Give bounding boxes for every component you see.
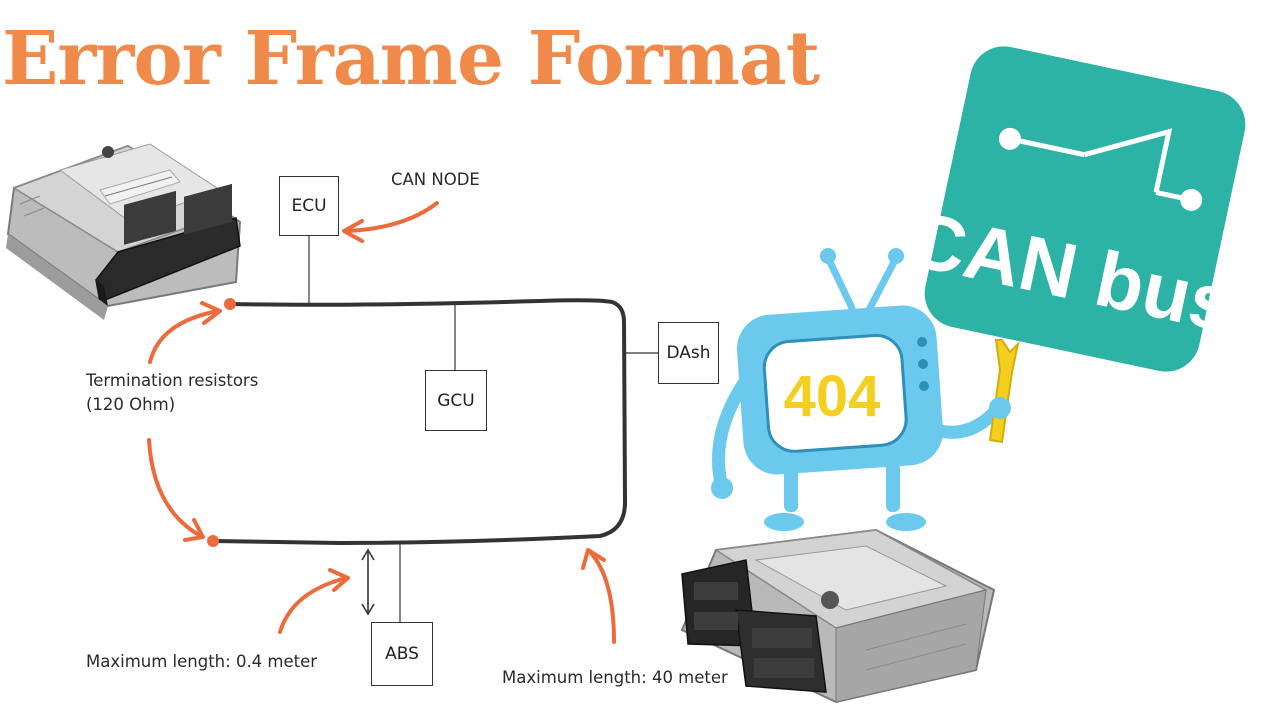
ecu-label: ECU [291,196,327,216]
ecu-node-box: ECU [279,176,339,236]
page-title: Error Frame Format [2,16,820,102]
abs-node-box: ABS [371,622,433,686]
can-bus-logo: CAN bus [915,46,1246,372]
termination-arrow-down [147,438,201,537]
gcu-label: GCU [437,390,475,411]
ecu-module-bottom-image [680,528,996,704]
long-length-arrow [588,550,616,644]
termination-line-1: Termination resistors [86,371,259,390]
screen-404-text: 404 [784,364,881,429]
can-node-arrow [346,201,439,233]
can-bus-line [211,298,628,546]
termination-resistors-annotation: Termination resistors (120 Ohm) [86,369,258,417]
termination-resistor-top [224,298,236,310]
abs-label: ABS [385,644,419,664]
can-node-annotation: CAN NODE [391,170,480,189]
gcu-node-box: GCU [425,370,487,431]
max-length-long-annotation: Maximum length: 40 meter [502,668,728,687]
wrench-icon [988,339,1020,444]
dash-label: DAsh [666,343,711,363]
tv-404-mascot: 404 [711,248,1020,531]
max-length-short-annotation: Maximum length: 0.4 meter [86,652,318,671]
termination-resistor-bottom [207,535,219,547]
termination-line-2: (120 Ohm) [86,394,176,414]
short-length-arrow [278,576,348,634]
ecu-module-top-image [6,143,242,320]
dash-node-box: DAsh [658,322,719,384]
termination-arrow-up [148,309,220,364]
